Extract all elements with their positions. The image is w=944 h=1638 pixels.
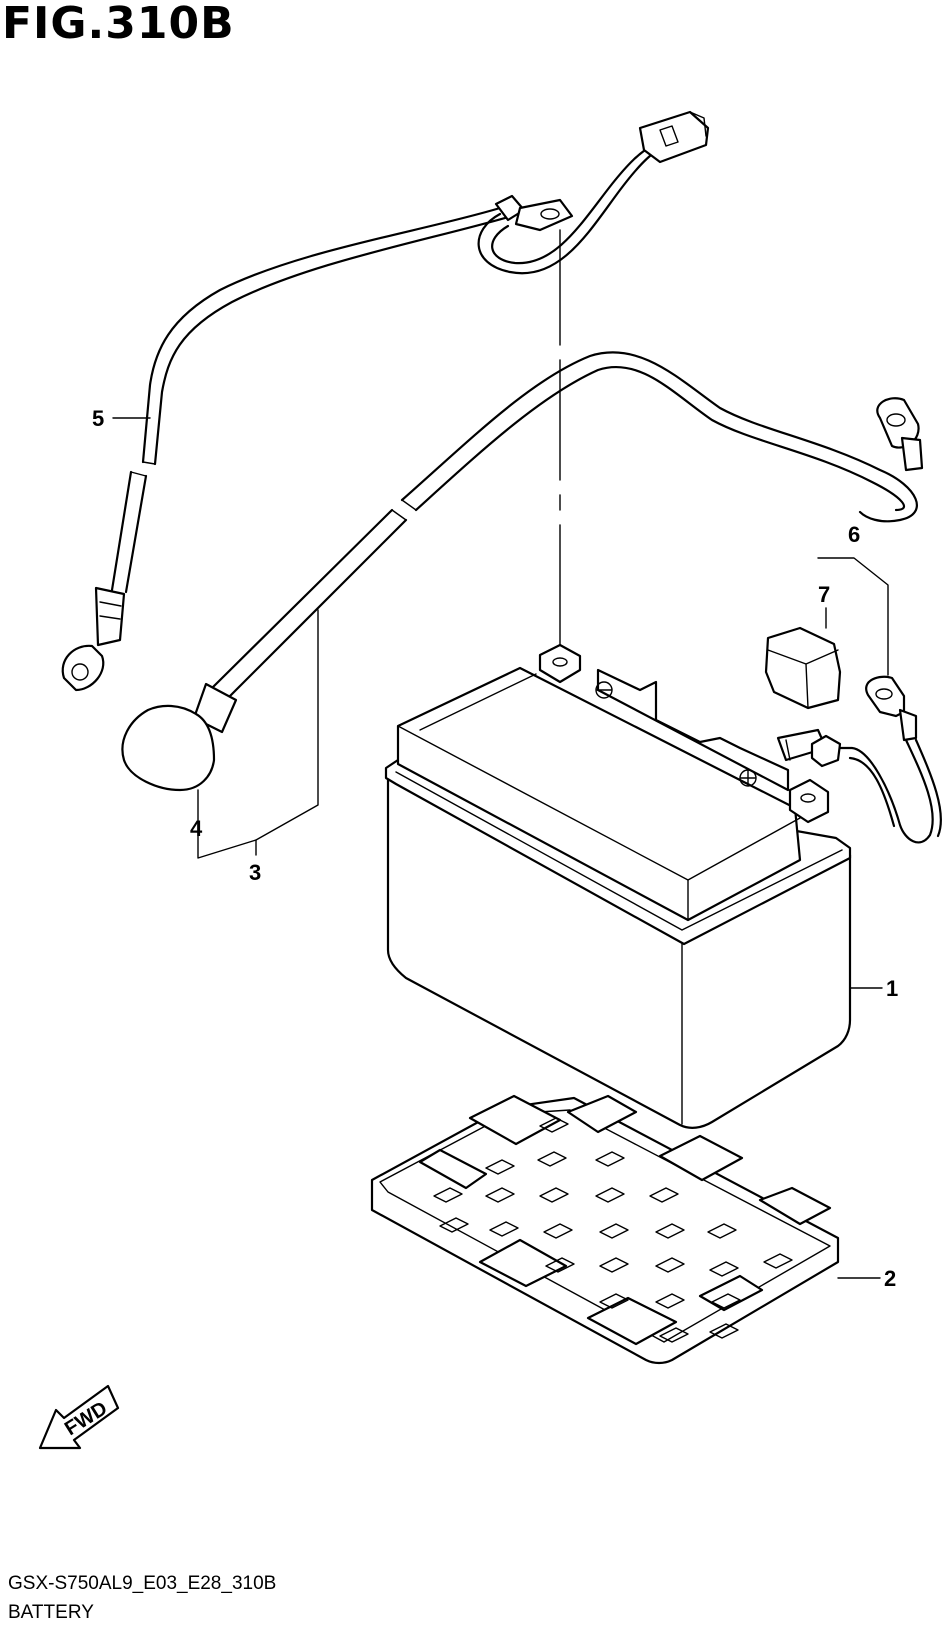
leader-6 xyxy=(817,557,889,676)
callout-2: 2 xyxy=(884,1266,896,1291)
forward-arrow-icon: FWD xyxy=(38,1384,120,1450)
part-2-battery-tray xyxy=(370,1094,840,1365)
callout-5: 5 xyxy=(92,406,104,431)
part-3-cable xyxy=(210,351,924,702)
callout-3: 3 xyxy=(249,860,261,885)
figure-title: FIG.310B xyxy=(2,0,235,49)
section-name: BATTERY xyxy=(8,1602,94,1623)
part-7-terminal-cover xyxy=(764,626,842,710)
callout-7: 7 xyxy=(818,582,830,607)
part-6-terminal-lead xyxy=(776,675,942,844)
part-4-terminal-cap xyxy=(121,682,238,792)
part-1-battery xyxy=(384,643,852,1129)
callout-1: 1 xyxy=(886,976,898,1001)
callout-6: 6 xyxy=(848,522,860,547)
leader-4 xyxy=(197,789,257,859)
part-5-wire-harness xyxy=(61,110,710,692)
callout-4: 4 xyxy=(190,816,203,841)
model-code: GSX-S750AL9_E03_E28_310B xyxy=(8,1573,277,1594)
leader-3 xyxy=(255,609,319,856)
